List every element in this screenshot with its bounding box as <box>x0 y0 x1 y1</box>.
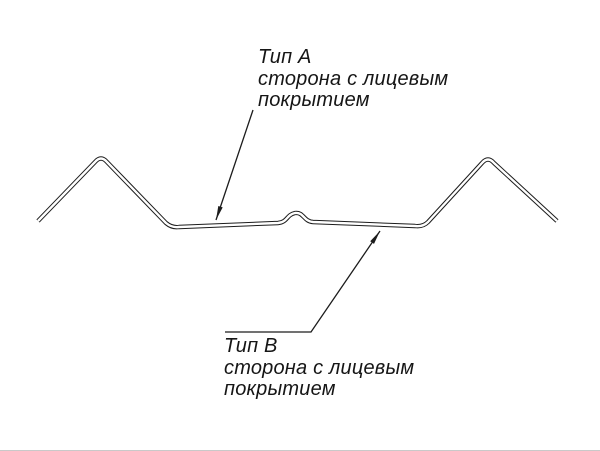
label-type-a-line1: сторона с лицевым <box>258 68 449 90</box>
label-type-a-line2: покрытием <box>258 89 370 111</box>
label-type-b: Тип В сторона с лицевым покрытием <box>224 336 414 400</box>
label-type-a-title: Тип А <box>258 46 312 68</box>
label-type-b-line1: сторона с лицевым <box>224 357 415 379</box>
leader-line-type-a <box>215 109 254 221</box>
label-type-a: Тип А сторона с лицевым покрытием <box>258 47 448 111</box>
label-type-b-line2: покрытием <box>224 378 336 400</box>
arrowhead-type-a <box>216 206 223 220</box>
arrowhead-type-b <box>370 231 380 244</box>
leader-line-type-b <box>225 230 381 333</box>
sheet-profile-outline <box>36 156 559 230</box>
sheet-profile-core <box>37 157 558 229</box>
label-type-b-title: Тип В <box>224 335 278 357</box>
